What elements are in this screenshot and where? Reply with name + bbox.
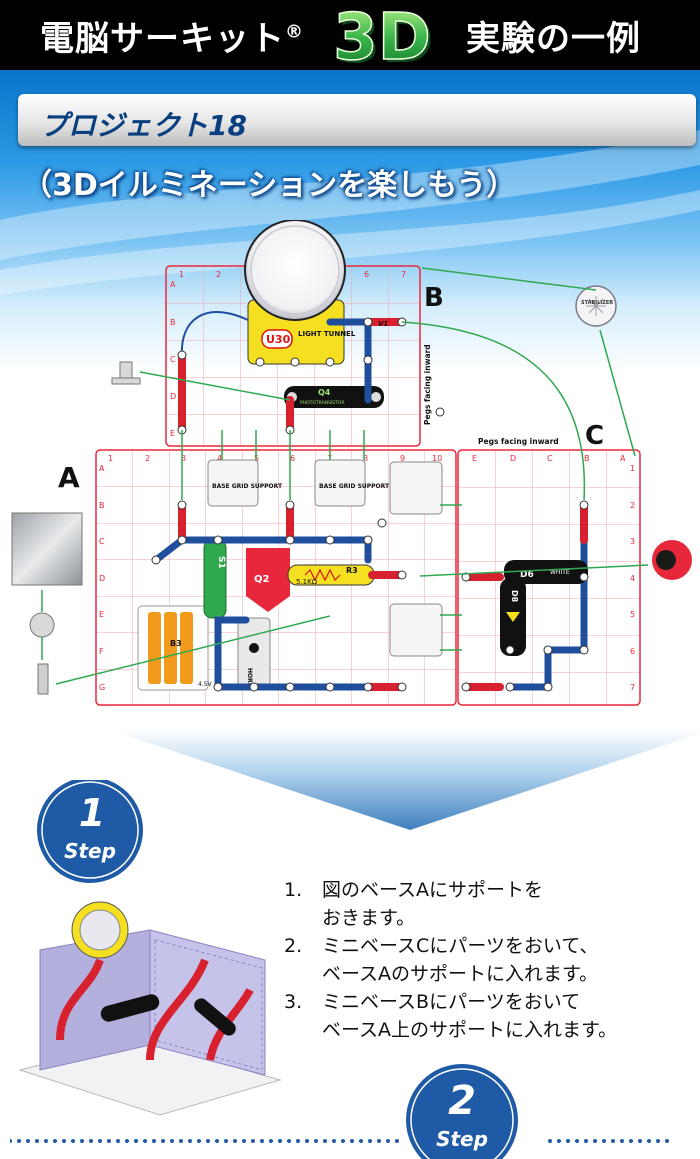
instruction-item: 3. ミニベースBにパーツをおいてベースA上のサポートに入れます。 bbox=[284, 988, 700, 1044]
step-1-label: Step bbox=[64, 839, 116, 863]
svg-text:6: 6 bbox=[290, 454, 295, 463]
svg-text:C: C bbox=[547, 454, 553, 463]
svg-text:2: 2 bbox=[630, 501, 635, 510]
instruction-item: 2. ミニベースCにパーツをおいて、 ベースAのサポートに入れます。 bbox=[284, 932, 700, 988]
slide-switch-s1: S1 bbox=[204, 540, 226, 618]
pegs-label-b: Pegs facing inward bbox=[423, 344, 432, 425]
assembled-model-illustration bbox=[20, 902, 280, 1115]
svg-text:7: 7 bbox=[630, 683, 635, 692]
svg-text:Q4: Q4 bbox=[318, 388, 331, 397]
svg-text:6: 6 bbox=[364, 270, 369, 279]
svg-text:F: F bbox=[99, 647, 104, 656]
svg-text:B: B bbox=[99, 501, 105, 510]
svg-text:V1: V1 bbox=[378, 320, 388, 328]
svg-text:1: 1 bbox=[630, 464, 635, 473]
color-led-d8: D8 bbox=[500, 578, 526, 656]
svg-text:E: E bbox=[99, 610, 104, 619]
svg-text:3: 3 bbox=[630, 537, 635, 546]
svg-text:E: E bbox=[472, 454, 477, 463]
svg-text:R3: R3 bbox=[346, 566, 358, 575]
brand-title-right: 実験の一例 bbox=[466, 11, 641, 60]
instruction-number: 1. bbox=[284, 876, 322, 932]
stabilizer-part: STABILIZER bbox=[576, 286, 616, 326]
project-title: プロジェクト18 bbox=[40, 104, 247, 144]
svg-text:A: A bbox=[620, 454, 626, 463]
light-tunnel-u30: U30 LIGHT TUNNEL bbox=[245, 220, 356, 366]
svg-text:A: A bbox=[99, 464, 105, 473]
svg-text:BASE GRID SUPPORT: BASE GRID SUPPORT bbox=[319, 483, 390, 490]
svg-text:2: 2 bbox=[216, 270, 221, 279]
svg-text:D8: D8 bbox=[510, 590, 519, 603]
svg-text:E: E bbox=[170, 429, 175, 438]
dotted-divider bbox=[10, 1138, 670, 1144]
light-tunnel-label: LIGHT TUNNEL bbox=[298, 330, 356, 338]
svg-text:1: 1 bbox=[108, 454, 113, 463]
logo-3d-text: 3D bbox=[333, 2, 431, 68]
svg-text:5: 5 bbox=[630, 610, 635, 619]
svg-text:B: B bbox=[170, 318, 176, 327]
svg-text:BASE GRID SUPPORT: BASE GRID SUPPORT bbox=[212, 483, 283, 490]
svg-text:C: C bbox=[99, 537, 105, 546]
brand-title-left: 電脳サーキット® bbox=[40, 11, 304, 60]
svg-text:7: 7 bbox=[401, 270, 406, 279]
instruction-number: 2. bbox=[284, 932, 322, 988]
base-label-a: A bbox=[58, 461, 80, 494]
base-label-c: C bbox=[585, 421, 604, 451]
svg-text:6: 6 bbox=[630, 647, 635, 656]
svg-text:D: D bbox=[99, 574, 105, 583]
step-1-number: 1 bbox=[79, 791, 105, 835]
pegs-label-c: Pegs facing inward bbox=[478, 437, 559, 446]
svg-text:4: 4 bbox=[630, 574, 635, 583]
svg-text:S1: S1 bbox=[216, 556, 226, 569]
svg-text:B: B bbox=[584, 454, 590, 463]
svg-text:G: G bbox=[99, 683, 105, 692]
svg-text:STABILIZER: STABILIZER bbox=[581, 300, 613, 306]
svg-text:A: A bbox=[170, 280, 176, 289]
logo-3d: 3D 3D bbox=[306, 2, 458, 68]
instruction-item: 1. 図のベースAにサポートをおきます。 bbox=[284, 876, 700, 932]
instruction-number: 3. bbox=[284, 988, 322, 1044]
registered-mark: ® bbox=[285, 22, 304, 43]
step-1-badge: 1 Step bbox=[35, 780, 145, 885]
instruction-list: 1. 図のベースAにサポートをおきます。 2. ミニベースCにパーツをおいて、 … bbox=[284, 876, 700, 1044]
project-subtitle: （3Dイルミネーションを楽しもう） bbox=[22, 160, 516, 204]
red-ring-part bbox=[652, 540, 692, 580]
svg-text:PHOTOTRANSISTOR: PHOTOTRANSISTOR bbox=[300, 400, 345, 406]
step-2-badge: 2 Step bbox=[404, 1062, 520, 1159]
svg-text:Q2: Q2 bbox=[254, 574, 270, 585]
horn-w1: HORN bbox=[238, 618, 270, 688]
step-2-number: 2 bbox=[448, 1078, 476, 1124]
svg-text:C: C bbox=[170, 355, 176, 364]
svg-text:4.5V: 4.5V bbox=[198, 681, 213, 688]
svg-text:2: 2 bbox=[145, 454, 150, 463]
svg-text:D: D bbox=[510, 454, 516, 463]
resistor-r3: 5.1KΩ R3 bbox=[288, 565, 374, 586]
svg-text:B3: B3 bbox=[170, 639, 182, 648]
svg-text:D: D bbox=[170, 392, 176, 401]
base-label-b: B bbox=[424, 283, 444, 313]
svg-text:1: 1 bbox=[179, 270, 184, 279]
svg-text:U30: U30 bbox=[266, 333, 291, 346]
svg-text:5.1KΩ: 5.1KΩ bbox=[296, 578, 318, 586]
